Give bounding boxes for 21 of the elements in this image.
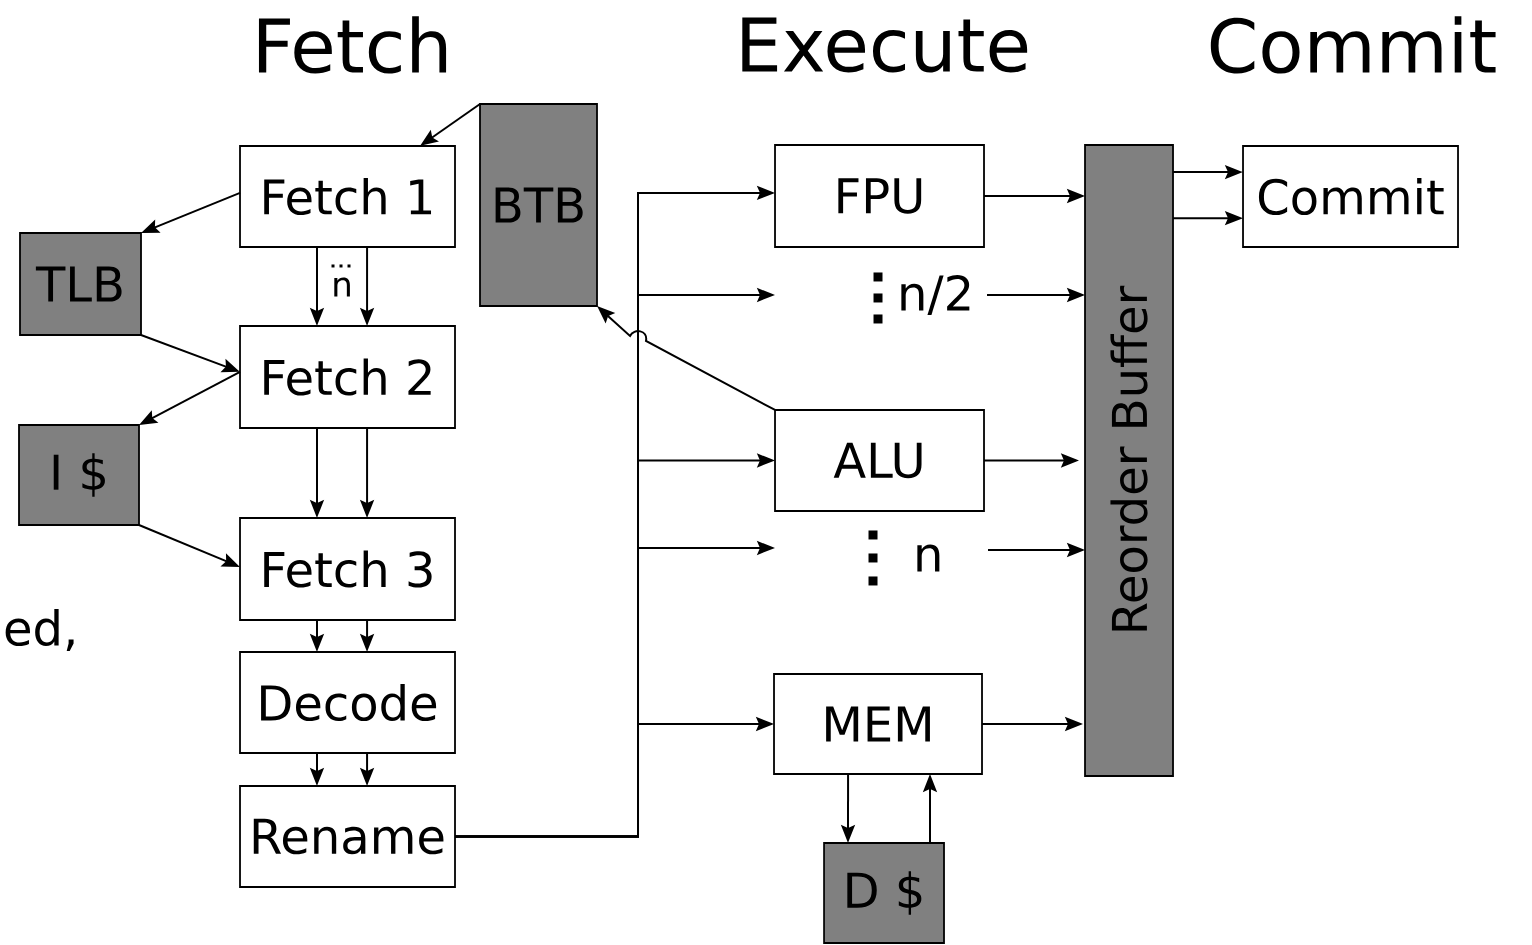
- unit-box: I $: [18, 424, 140, 526]
- heading: Commit: [1210, 16, 1496, 74]
- stage-box: Fetch 3: [239, 517, 456, 621]
- stage-box: FPU: [774, 144, 985, 248]
- stage-box: Fetch 1: [239, 145, 456, 248]
- stage-box: MEM: [773, 673, 983, 775]
- stage-box: ALU: [774, 409, 985, 512]
- unit-box: BTB: [479, 103, 598, 307]
- count-label: n: [334, 277, 350, 297]
- stage-box: Decode: [239, 651, 456, 754]
- stage-box: Commit: [1242, 145, 1459, 248]
- count-label: n/2: [901, 274, 970, 315]
- unit-box: TLB: [19, 232, 142, 336]
- count-label: n: [917, 544, 940, 572]
- stage-box: Rename: [239, 785, 456, 888]
- heading: Execute: [742, 17, 1028, 73]
- buffer-box: Reorder Buffer: [1084, 144, 1174, 777]
- unit-box: D $: [823, 842, 945, 944]
- stage-box: Fetch 2: [239, 325, 456, 429]
- fragment-text: ed,: [5, 609, 74, 651]
- heading: Fetch: [258, 16, 447, 74]
